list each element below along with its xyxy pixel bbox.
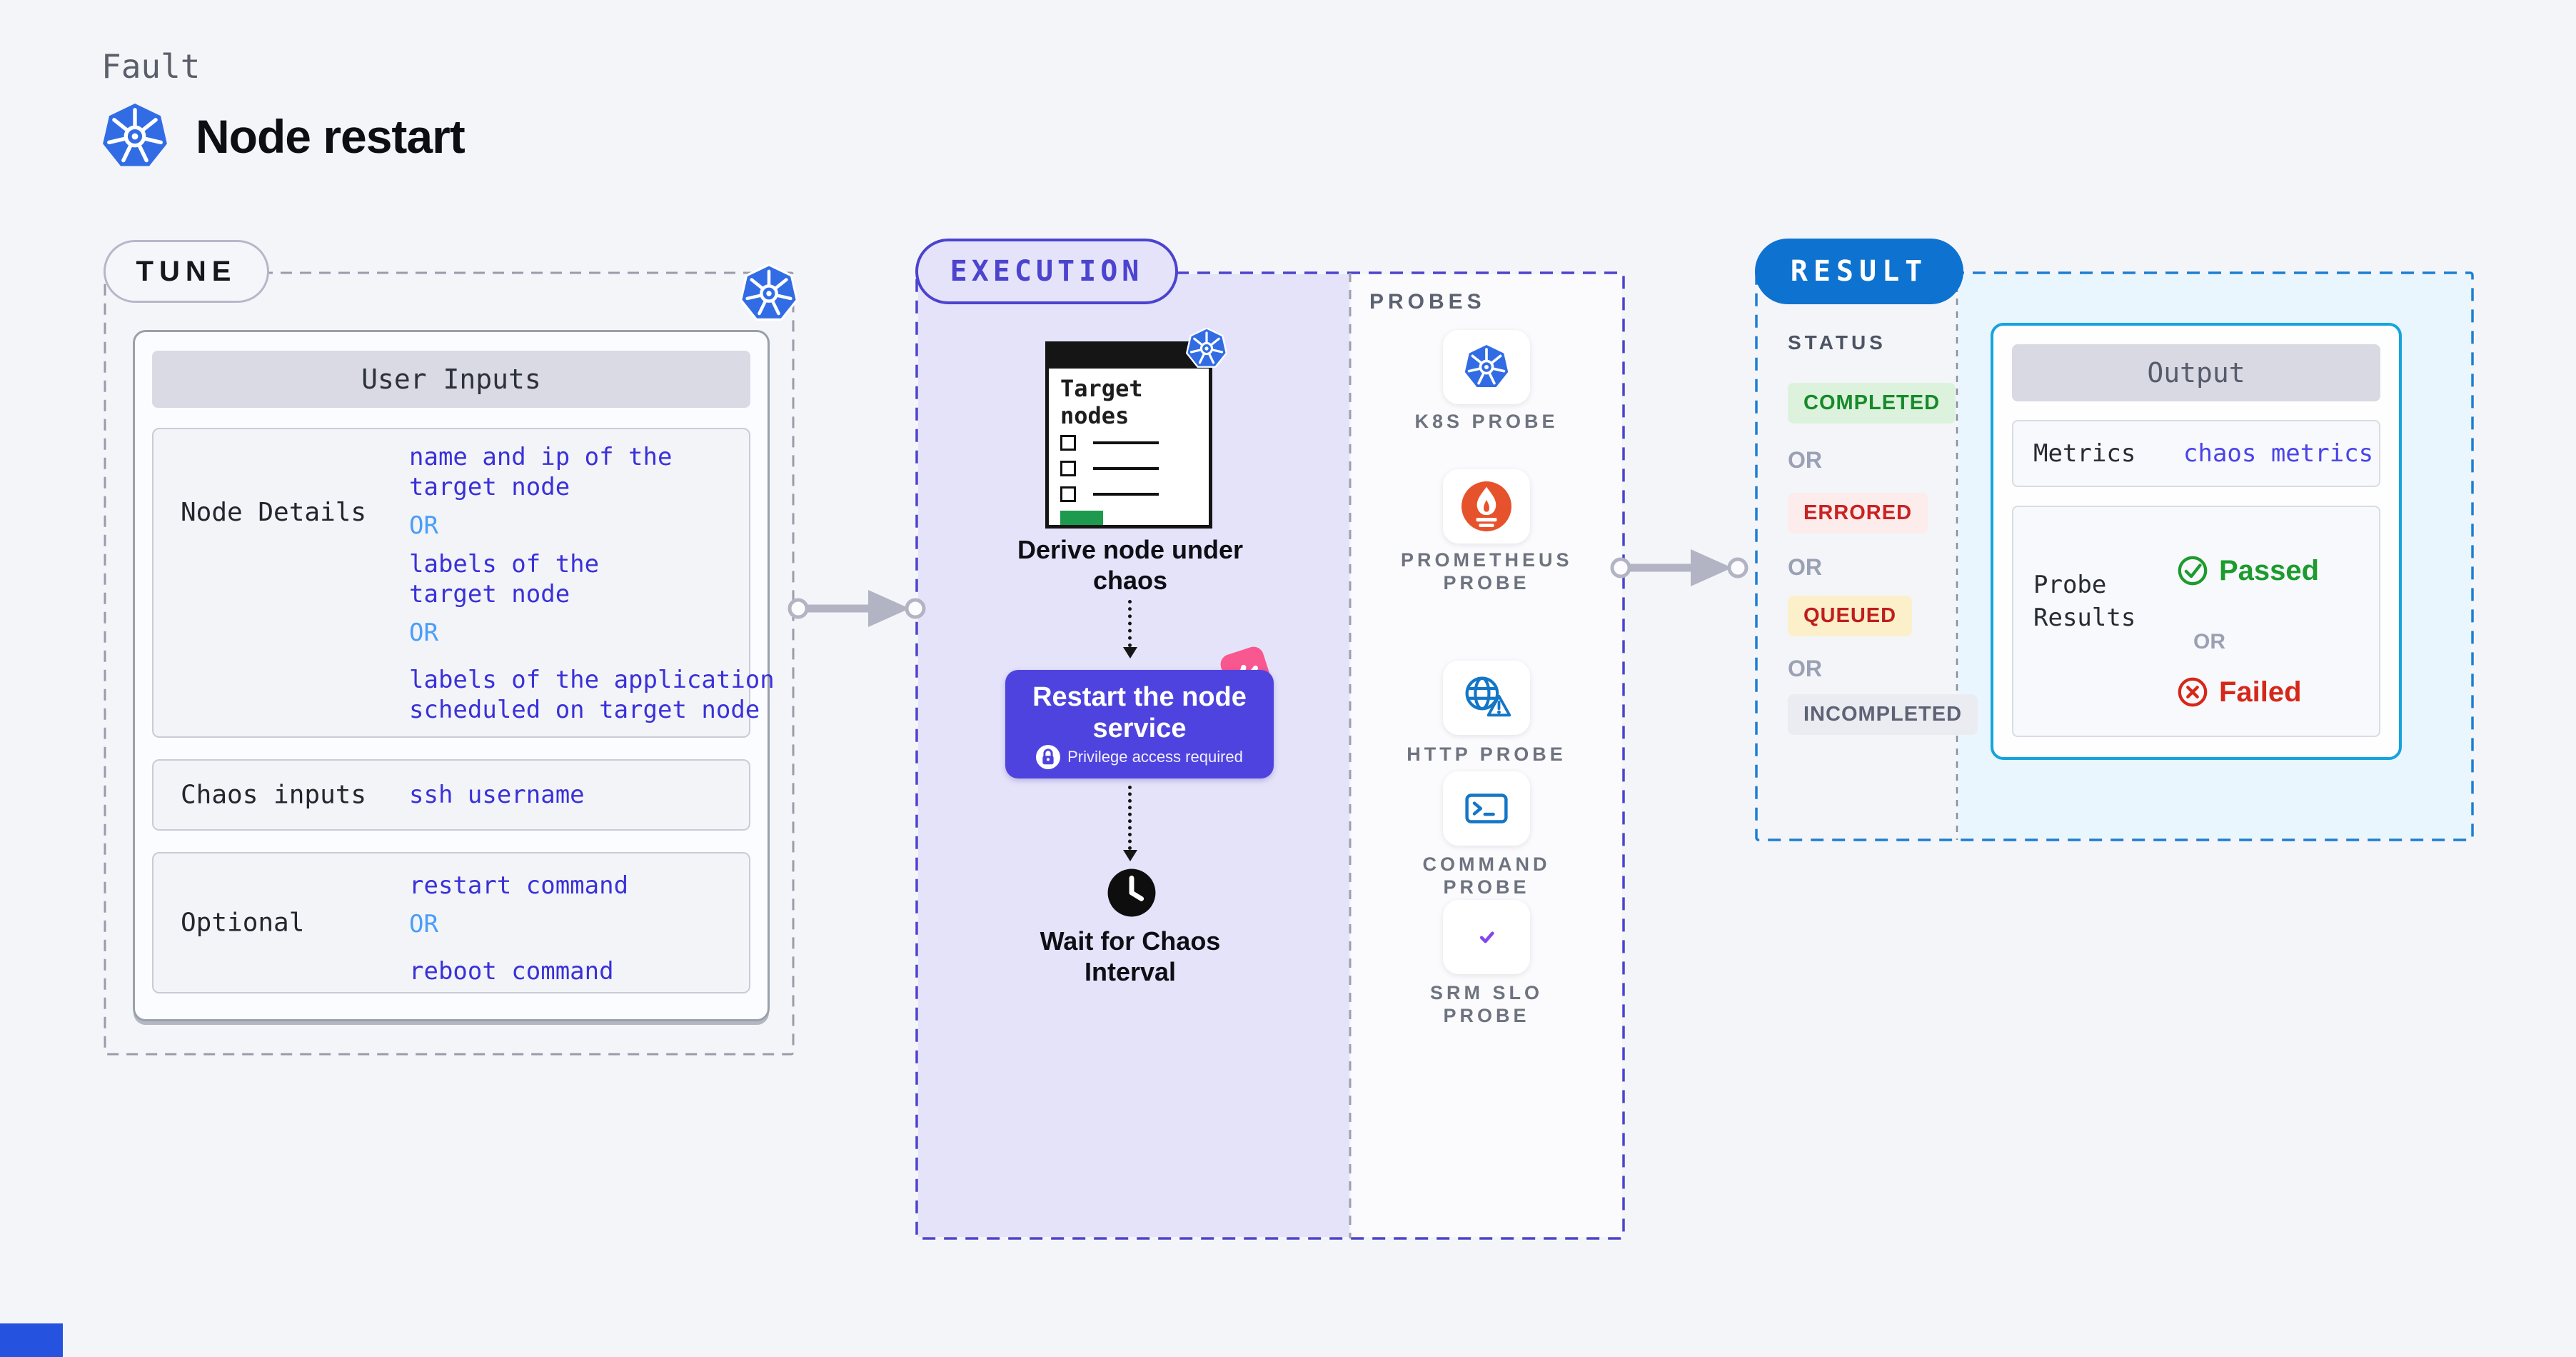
result-section-badge: RESULT <box>1755 239 1963 304</box>
row-values: restart command OR reboot command <box>409 871 766 986</box>
value-line: name and ip of the <box>409 443 673 471</box>
or-separator: OR <box>409 511 438 540</box>
probe-results-label: Probe Results <box>2033 571 2136 632</box>
checklist-row <box>1060 486 1189 504</box>
checkbox-icon <box>1060 486 1076 502</box>
checkbox-icon <box>1060 461 1076 476</box>
kubernetes-icon <box>740 264 798 323</box>
status-badge-errored: ERRORED <box>1788 493 1928 534</box>
probes-to-result-arrow <box>1610 549 1749 586</box>
page-title: Node restart <box>196 110 466 163</box>
or-separator: OR <box>409 619 438 647</box>
title-bar: Node restart <box>100 101 466 171</box>
fault-eyebrow: Fault <box>101 47 201 86</box>
or-separator: OR <box>1788 554 1822 580</box>
checklist-row <box>1060 435 1189 452</box>
checklist-row <box>1060 461 1189 478</box>
node-details-row: Node Details name and ip of the target n… <box>152 428 775 738</box>
x-circle-icon <box>2176 676 2209 708</box>
value-line: ssh username <box>409 781 585 809</box>
derive-node-step-label: Derive node under chaos <box>1017 535 1244 595</box>
row-values: name and ip of the target node OR labels… <box>409 442 775 725</box>
probe-label: K8S PROBE <box>1414 411 1559 432</box>
status-heading: STATUS <box>1788 331 1886 354</box>
row-label: Optional <box>181 908 305 938</box>
target-nodes-clipboard: Target nodes <box>1045 341 1212 529</box>
bottom-left-blue-mark <box>0 1323 63 1357</box>
value-line: labels of the <box>409 550 600 579</box>
list-line <box>1093 441 1159 444</box>
value-line: scheduled on target node <box>409 696 760 724</box>
privilege-note-text: Privilege access required <box>1067 748 1243 766</box>
metrics-value-link: chaos metrics <box>2183 439 2374 468</box>
checkbox-icon <box>1060 435 1076 451</box>
probe-card-srm-slo <box>1443 900 1530 974</box>
probe-card-http <box>1443 661 1530 735</box>
output-header: Output <box>2012 344 2380 401</box>
list-line <box>1093 493 1159 496</box>
value-line: reboot command <box>409 957 614 986</box>
row-label: Chaos inputs <box>181 780 367 810</box>
or-separator: OR <box>1788 656 1822 681</box>
prometheus-icon <box>1459 479 1514 534</box>
probe-label: HTTP PROBE <box>1407 743 1566 765</box>
value-line: labels of the application <box>409 666 775 694</box>
value-line: restart command <box>409 871 629 900</box>
flow-connector-arrow <box>1123 600 1137 659</box>
passed-label: Passed <box>2219 554 2320 586</box>
kubernetes-icon <box>1186 328 1227 369</box>
kubernetes-icon <box>100 101 170 171</box>
probe-label: SRM SLO PROBE <box>1429 982 1543 1026</box>
green-progress-bar <box>1060 511 1103 525</box>
probe-card-k8s <box>1443 330 1530 404</box>
tune-section-badge: TUNE <box>104 240 269 303</box>
probe-label: PROMETHEUS PROBE <box>1401 549 1573 594</box>
flow-connector-arrow <box>1123 786 1137 861</box>
clipboard-title: Target nodes <box>1060 375 1143 429</box>
probes-heading: PROBES <box>1369 290 1486 314</box>
probe-label: COMMAND PROBE <box>1422 853 1551 898</box>
privilege-note: Privilege access required <box>1005 745 1274 769</box>
lock-icon <box>1036 745 1060 769</box>
clock-icon <box>1105 866 1159 920</box>
value-line: target node <box>409 580 570 609</box>
row-label: Node Details <box>181 498 367 527</box>
status-badge-incompleted: INCOMPLETED <box>1788 694 1978 735</box>
kubernetes-icon <box>1463 344 1510 391</box>
optional-row: Optional restart command OR reboot comma… <box>152 852 750 993</box>
row-values: ssh username <box>409 780 766 810</box>
or-separator: OR <box>2193 630 2225 654</box>
probe-results-row: Probe Results Passed OR Failed <box>2012 506 2380 737</box>
http-globe-icon <box>1459 671 1514 725</box>
restart-node-service-step: Restart the node service Privilege acces… <box>1005 670 1274 778</box>
probe-card-command <box>1443 771 1530 846</box>
or-separator: OR <box>409 910 438 938</box>
failed-verdict: Failed <box>2176 676 2302 708</box>
status-badge-queued: QUEUED <box>1788 596 1913 636</box>
status-badge-completed: COMPLETED <box>1788 383 1956 424</box>
user-inputs-header: User Inputs <box>152 351 750 408</box>
terminal-icon <box>1460 782 1513 835</box>
execution-section-badge: EXECUTION <box>915 239 1178 304</box>
output-card: Output Metrics chaos metrics Probe Resul… <box>1991 323 2402 760</box>
check-circle-icon <box>2176 554 2209 587</box>
metrics-label: Metrics <box>2033 439 2136 468</box>
or-separator: OR <box>1788 447 1822 473</box>
metrics-row: Metrics chaos metrics <box>2012 420 2380 487</box>
probe-card-prometheus <box>1443 469 1530 544</box>
passed-verdict: Passed <box>2176 554 2319 587</box>
list-line <box>1093 467 1159 470</box>
chaos-inputs-row: Chaos inputs ssh username <box>152 759 750 831</box>
slo-pie-icon <box>1459 910 1514 964</box>
wait-step-label: Wait for Chaos Interval <box>1040 926 1221 986</box>
failed-label: Failed <box>2219 676 2302 708</box>
value-line: target node <box>409 473 570 501</box>
user-inputs-card: User Inputs Node Details name and ip of … <box>133 330 775 1021</box>
restart-step-label: Restart the node service <box>1032 682 1247 743</box>
tune-to-execution-arrow <box>788 590 926 627</box>
